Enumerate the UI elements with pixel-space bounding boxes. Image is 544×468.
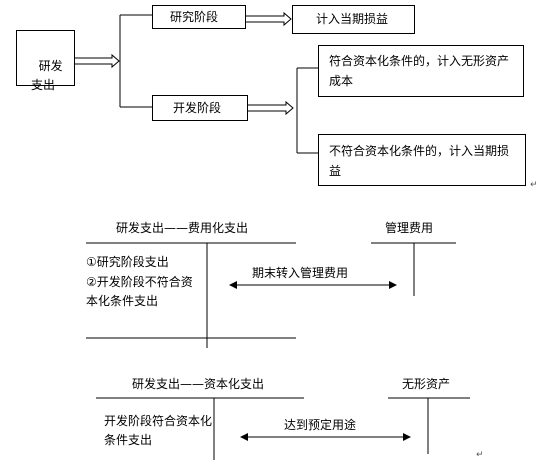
- dev-bracket: [296, 67, 318, 154]
- research-result-label: 计入当期损益: [316, 12, 389, 26]
- hollow-arrow-research: [246, 11, 292, 27]
- rd-expense-box: 研发 支出: [16, 30, 75, 92]
- capitalized-item-development: 开发阶段符合资本化条件支出: [104, 414, 213, 447]
- dev-meets-label: 符合资本化条件的，计入无形资产成本: [329, 54, 510, 88]
- expensed-transfer-label: 期末转入管理费用: [252, 266, 349, 280]
- research-result-box: 计入当期损益: [292, 5, 415, 34]
- dev-meets-box: 符合资本化条件的，计入无形资产成本: [318, 45, 524, 97]
- research-stage-label: 研究阶段: [170, 10, 219, 24]
- t-account-expensed-lines: [86, 242, 456, 348]
- t-account-capitalized-lines: [96, 397, 470, 460]
- research-stage-box: 研究阶段: [152, 5, 246, 29]
- expensed-account-title: 研发支出——费用化支出: [116, 221, 249, 235]
- capitalized-account-title: 研发支出——资本化支出: [132, 377, 265, 391]
- expensed-item-research: ①研究阶段支出: [86, 255, 169, 269]
- hollow-arrow-development: [248, 100, 294, 116]
- branch-bracket: [119, 14, 152, 108]
- paragraph-mark-2: ↵: [476, 450, 484, 460]
- capitalized-transfer-label: 达到预定用途: [284, 418, 357, 432]
- development-stage-box: 开发阶段: [152, 95, 248, 121]
- intangible-asset-title: 无形资产: [402, 377, 451, 391]
- admin-expense-title: 管理费用: [385, 221, 434, 235]
- dev-not-meets-box: 不符合资本化条件的，计入当期损益: [318, 134, 526, 186]
- hollow-arrow-main: [75, 53, 120, 69]
- dev-not-meets-label: 不符合资本化条件的，计入当期损益: [329, 144, 510, 178]
- expensed-item-development: ②开发阶段不符合资本化条件支出: [86, 275, 193, 308]
- development-stage-label: 开发阶段: [173, 101, 222, 115]
- rd-expense-label: 研发 支出: [31, 59, 63, 92]
- paragraph-mark-1: ↵: [530, 180, 538, 190]
